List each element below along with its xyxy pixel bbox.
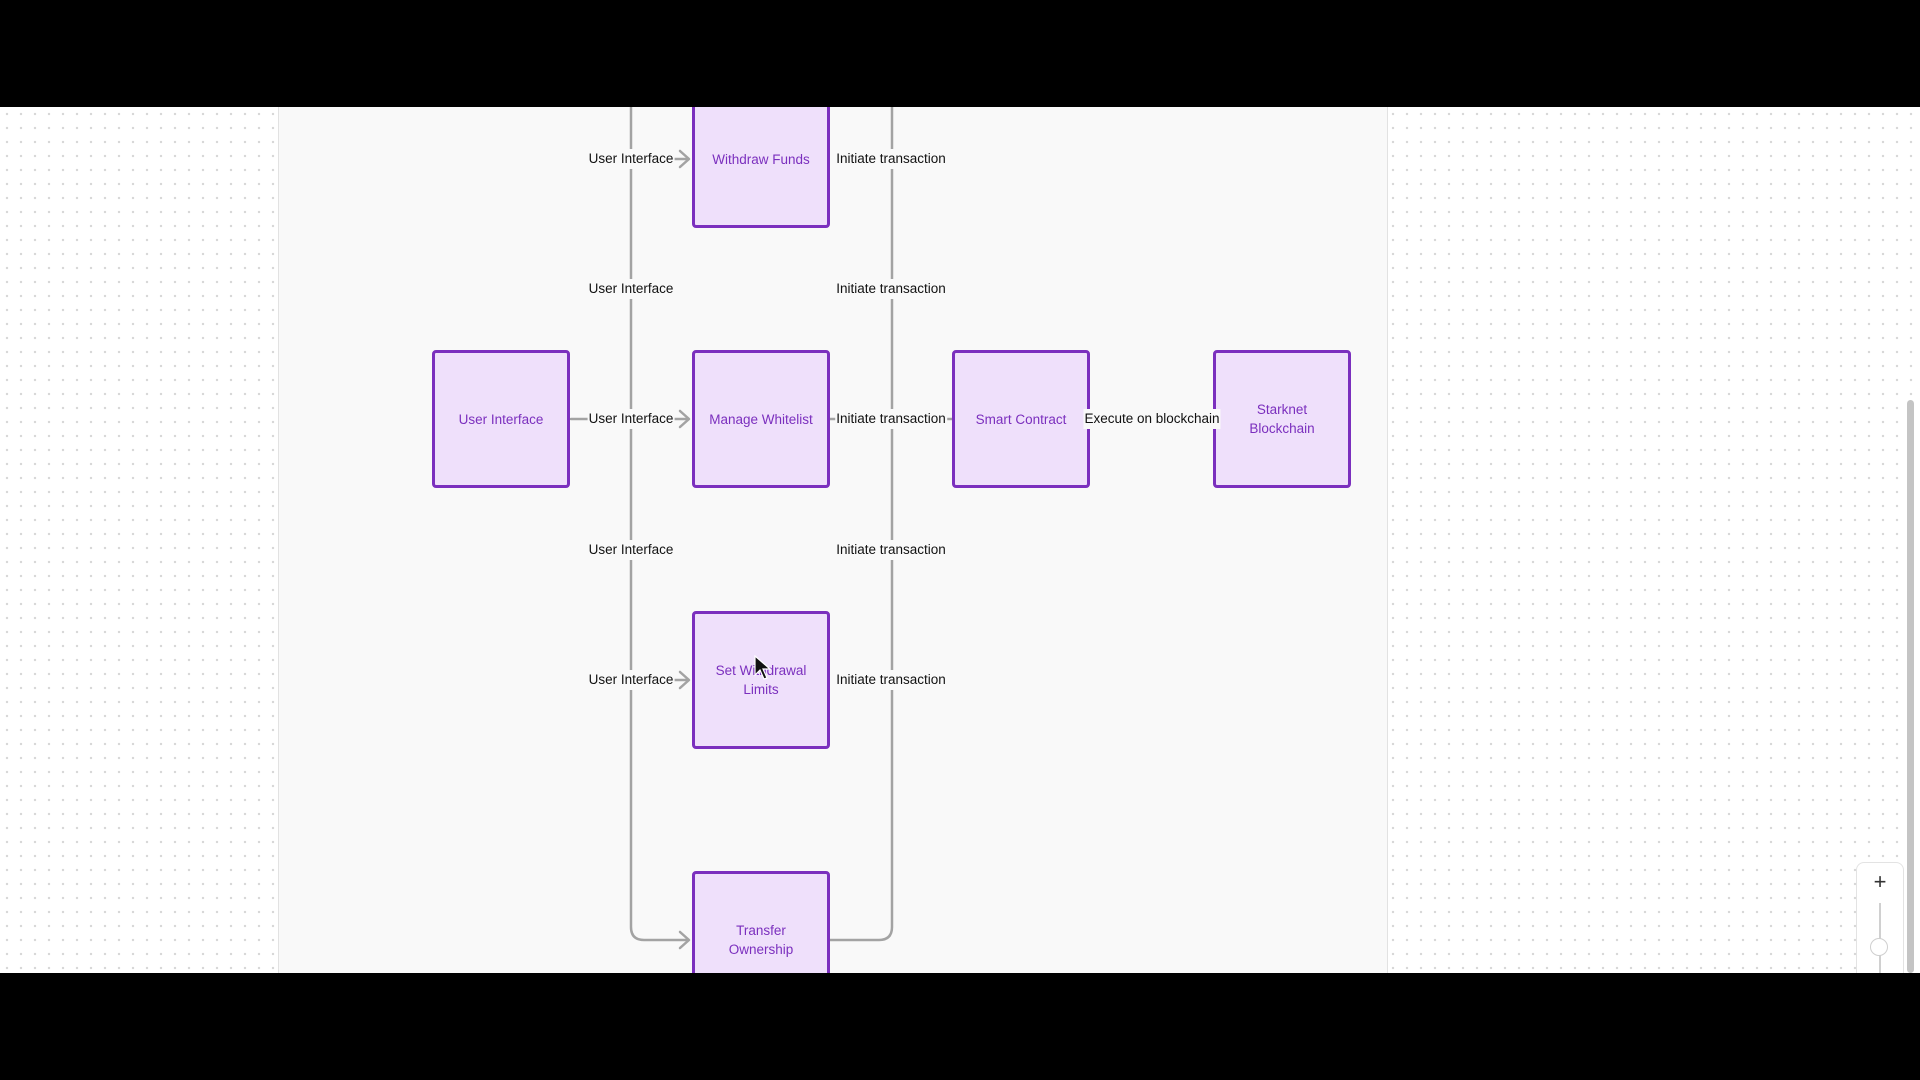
edge-label-whitelist-to-contract: Initiate transaction	[835, 409, 947, 429]
node-set-withdrawal-limits[interactable]: Set Withdrawal Limits	[692, 611, 830, 749]
node-manage-whitelist[interactable]: Manage Whitelist	[692, 350, 830, 488]
edge-label-upper-to-contract: Initiate transaction	[835, 279, 947, 299]
edge-label-lower-to-contract: Initiate transaction	[835, 540, 947, 560]
flow-edges	[569, 107, 1216, 950]
arrow-limits	[678, 670, 691, 690]
node-label: Withdraw Funds	[712, 151, 810, 167]
node-withdraw-funds[interactable]: Withdraw Funds	[692, 107, 830, 228]
node-transfer-ownership[interactable]: Transfer Ownership	[692, 871, 830, 973]
node-starknet-blockchain[interactable]: Starknet Blockchain	[1213, 350, 1351, 488]
edge-label-ui-to-withdraw: User Interface	[587, 149, 675, 169]
plus-icon[interactable]: +	[1873, 869, 1887, 894]
edge-label-ui-to-whitelist: User Interface	[587, 409, 675, 429]
canvas-frame	[278, 107, 1388, 973]
arrow-transfer	[678, 930, 691, 950]
node-label: User Interface	[458, 411, 544, 427]
vertical-scrollbar[interactable]	[1907, 400, 1914, 973]
node-smart-contract[interactable]: Smart Contract	[952, 350, 1090, 488]
node-label: Transfer Ownership	[728, 923, 794, 957]
zoom-controls: +	[1856, 862, 1904, 973]
edge-label-ui-lower-branch: User Interface	[587, 540, 675, 560]
node-user-interface[interactable]: User Interface	[432, 350, 570, 488]
node-label: Smart Contract	[975, 411, 1067, 427]
zoom-slider-thumb[interactable]	[1870, 938, 1888, 956]
arrow-withdraw	[678, 149, 691, 169]
arrow-whitelist	[678, 409, 691, 429]
node-label: Starknet Blockchain	[1249, 402, 1315, 436]
edge-label-ui-to-limits: User Interface	[587, 670, 675, 690]
mouse-cursor-icon	[754, 655, 772, 680]
node-label: Manage Whitelist	[709, 411, 813, 427]
edge-label-ui-upper-branch: User Interface	[587, 279, 675, 299]
diagram-canvas[interactable]: User Interface Withdraw Funds Manage Whi…	[0, 107, 1920, 973]
edge-ui-trunk	[629, 107, 690, 942]
edge-label-limits-to-contract: Initiate transaction	[835, 670, 947, 690]
edge-to-contract-trunk	[828, 107, 894, 942]
edge-label-contract-to-blockchain: Execute on blockchain	[1083, 409, 1221, 429]
edge-label-withdraw-to-contract: Initiate transaction	[835, 149, 947, 169]
